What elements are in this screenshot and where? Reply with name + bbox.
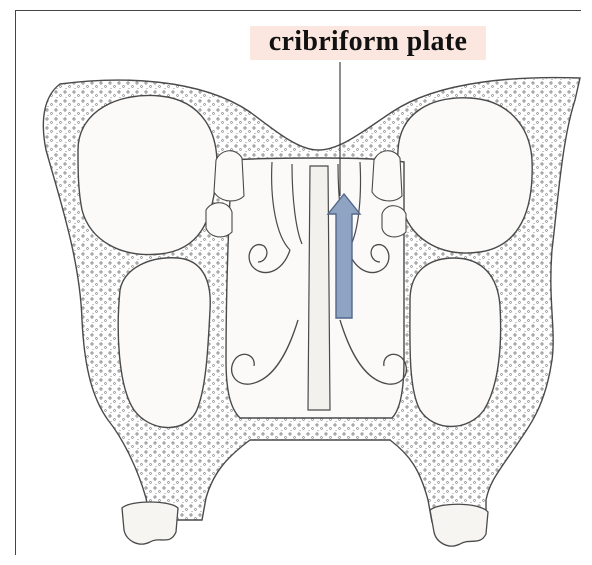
ethmoid-cell-right-1 [372, 151, 402, 201]
ethmoid-cell-right-2 [382, 206, 406, 237]
left-maxillary-sinus [118, 258, 210, 428]
left-orbit [78, 95, 217, 254]
right-tooth [430, 504, 488, 546]
right-orbit [398, 98, 533, 253]
left-tooth [122, 502, 178, 544]
ethmoid-cell-left-1 [214, 151, 244, 201]
ethmoid-cell-left-2 [206, 203, 232, 237]
nasal-septum [308, 166, 330, 410]
right-maxillary-sinus [410, 258, 501, 427]
